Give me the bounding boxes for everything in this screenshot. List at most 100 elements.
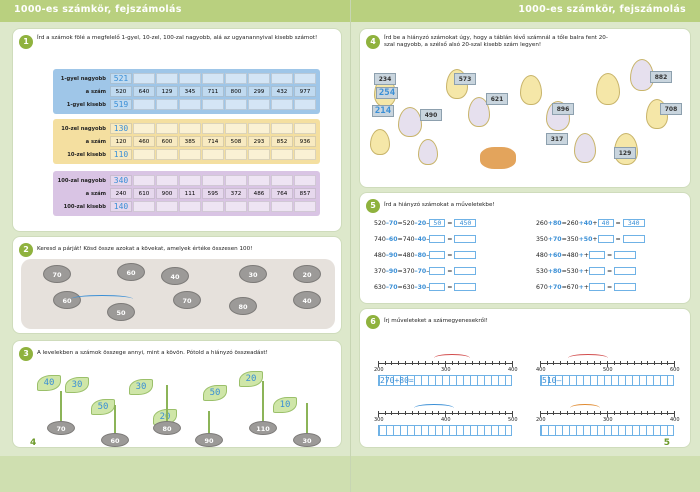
table-cell[interactable] [179,99,201,110]
table-cell[interactable] [225,149,247,160]
table-cell[interactable] [179,123,201,134]
table-cell[interactable] [225,73,247,84]
table-cell[interactable] [156,175,178,186]
answer-box[interactable]: 50 [429,219,446,227]
table-cell[interactable] [133,99,155,110]
table-cell[interactable] [202,99,224,110]
table-cell[interactable] [248,201,270,212]
stone[interactable]: 60 [117,263,145,281]
result-box[interactable]: 340 [622,219,645,227]
sign-board[interactable]: 621 [486,93,508,105]
answer-grid[interactable] [378,375,512,386]
answer-box[interactable]: 40 [597,219,614,227]
table-cell[interactable] [271,73,293,84]
table-cell[interactable] [156,123,178,134]
tick-mark [431,411,433,415]
result-box[interactable] [454,235,477,243]
table-cell[interactable] [248,175,270,186]
table-cell[interactable] [248,73,270,84]
answer-grid[interactable] [378,425,512,436]
sign-board[interactable]: 214 [372,105,394,117]
answer-box[interactable] [429,235,446,243]
result-box[interactable] [614,267,637,275]
sign-board[interactable]: 573 [454,73,476,85]
table-cell[interactable] [294,73,316,84]
result-box[interactable]: 450 [454,219,477,227]
table-cell[interactable] [294,201,316,212]
table-cell[interactable] [271,123,293,134]
table-cell[interactable] [271,175,293,186]
answer-box[interactable] [588,251,605,259]
table-cell[interactable] [156,73,178,84]
sign-board[interactable]: 234 [374,73,396,85]
answer-box[interactable] [597,235,614,243]
table-cell[interactable] [179,73,201,84]
sign-board[interactable]: 896 [552,103,574,115]
stone[interactable]: 70 [43,265,71,283]
stone[interactable]: 20 [293,265,321,283]
table-cell[interactable] [248,99,270,110]
table-cell[interactable] [202,201,224,212]
result-box[interactable] [454,251,477,259]
stone[interactable]: 70 [173,291,201,309]
result-box[interactable] [454,267,477,275]
sign-board[interactable]: 882 [650,71,672,83]
table-cell[interactable] [156,99,178,110]
answer-box[interactable] [429,267,446,275]
answer-grid[interactable] [540,375,674,386]
table-cell[interactable] [202,175,224,186]
table-cell[interactable] [294,99,316,110]
table-cell[interactable] [225,99,247,110]
table-cell[interactable] [179,175,201,186]
answer-box[interactable] [588,283,605,291]
table-cell[interactable] [133,73,155,84]
answer-box[interactable] [429,251,446,259]
table-cell[interactable] [271,201,293,212]
tick-mark [546,361,548,365]
table-cell[interactable] [294,123,316,134]
sign-board[interactable]: 317 [546,133,568,145]
table-cell[interactable] [248,149,270,160]
egg [574,133,596,163]
table-cell[interactable] [294,175,316,186]
answer-box[interactable] [588,267,605,275]
table-cell[interactable] [133,175,155,186]
answer-grid[interactable] [540,425,674,436]
sign-board[interactable]: 490 [420,109,442,121]
sign-board[interactable]: 708 [660,103,682,115]
exercise-2-instruction: Keresd a párját! Kösd össze azokat a köv… [37,246,253,252]
stone[interactable]: 40 [293,291,321,309]
table-cell[interactable] [133,149,155,160]
result-box[interactable] [614,251,637,259]
eq-start: 530 [536,268,548,275]
table-cell[interactable] [179,201,201,212]
table-cell[interactable] [133,201,155,212]
table-cell[interactable] [202,73,224,84]
table-cell[interactable] [202,123,224,134]
table-cell[interactable] [179,149,201,160]
table-cell[interactable] [133,123,155,134]
table-cell[interactable] [156,149,178,160]
table-cell[interactable] [156,201,178,212]
result-box[interactable] [622,235,645,243]
sign-board[interactable]: 129 [614,147,636,159]
table-cell[interactable] [225,175,247,186]
table-cell[interactable] [294,149,316,160]
table-cell[interactable] [225,123,247,134]
table-cell[interactable] [202,149,224,160]
answer-box[interactable] [429,283,446,291]
stone[interactable]: 50 [107,303,135,321]
result-box[interactable] [614,283,637,291]
table-cell[interactable] [271,149,293,160]
stone[interactable]: 30 [239,265,267,283]
table-cell[interactable] [248,123,270,134]
stone[interactable]: 80 [229,297,257,315]
table-cell[interactable] [271,99,293,110]
table-cell[interactable] [225,201,247,212]
result-box[interactable] [454,283,477,291]
tick-mark [600,361,602,365]
sign-board[interactable]: 254 [376,87,398,99]
stone[interactable]: 40 [161,267,189,285]
